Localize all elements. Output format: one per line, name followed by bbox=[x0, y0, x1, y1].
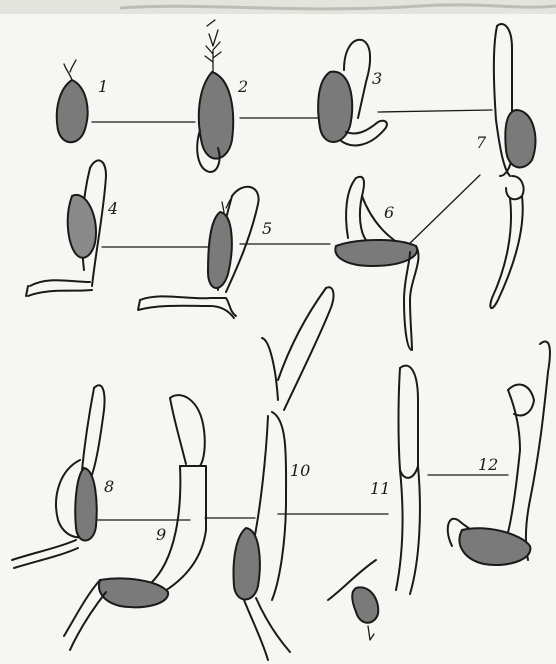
stage-connector-lines bbox=[92, 110, 508, 520]
label-stage-2: 2 bbox=[237, 77, 248, 96]
stage-10-seedling bbox=[234, 287, 334, 660]
stage-2-seed-emerging bbox=[197, 20, 233, 172]
label-stage-3: 3 bbox=[372, 69, 382, 88]
stage-12-seedling bbox=[448, 342, 550, 565]
label-stage-7: 7 bbox=[476, 133, 487, 152]
stage-7-seedling bbox=[490, 24, 535, 308]
stage-4-seedling bbox=[26, 160, 106, 296]
stage-6-seedling bbox=[335, 177, 418, 350]
label-stage-8: 8 bbox=[104, 477, 114, 496]
label-stage-9: 9 bbox=[156, 525, 166, 544]
label-stage-6: 6 bbox=[384, 203, 394, 222]
stage-1-seed bbox=[57, 60, 88, 142]
label-stage-4: 4 bbox=[107, 199, 118, 218]
label-stage-5: 5 bbox=[262, 219, 272, 238]
stage-3-coleoptile bbox=[318, 40, 387, 146]
label-stage-1: 1 bbox=[98, 77, 108, 96]
stage-8-seedling bbox=[12, 385, 105, 568]
stage-5-seedling bbox=[138, 187, 259, 318]
label-stage-10: 10 bbox=[290, 461, 310, 480]
label-stage-11: 11 bbox=[370, 479, 390, 498]
label-stage-12: 12 bbox=[478, 455, 498, 474]
connector-6-7 bbox=[405, 175, 480, 248]
stage-11-seedling bbox=[328, 366, 420, 640]
connector-3-7 bbox=[378, 110, 492, 112]
